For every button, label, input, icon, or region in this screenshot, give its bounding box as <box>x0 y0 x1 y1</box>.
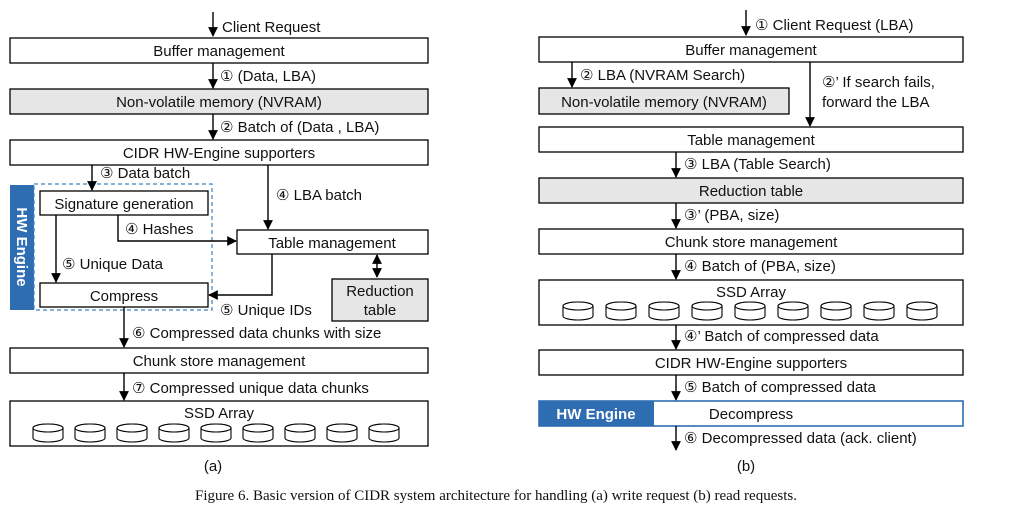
figure-caption: Figure 6. Basic version of CIDR system a… <box>195 488 797 504</box>
b-step4p-label: ④’ Batch of compressed data <box>684 328 879 345</box>
a-table-management-label: Table management <box>268 235 396 252</box>
a-nvram-label: Non-volatile memory (NVRAM) <box>116 94 322 111</box>
a-ssd-disks <box>32 423 400 443</box>
b-step2p-line1: ②’ If search fails, <box>822 74 935 91</box>
b-ssd-disk-icon <box>734 301 766 321</box>
a-hw-engine-label: HW Engine <box>13 207 30 286</box>
a-signature-generation-box <box>39 190 209 216</box>
panel-b: ① Client Request (LBA) Buffer management… <box>538 10 964 475</box>
b-ssd-disk-icon <box>562 301 594 321</box>
a-step1-label: ① (Data, LBA) <box>220 68 316 85</box>
a-cidr-supporters-label: CIDR HW-Engine supporters <box>123 145 315 162</box>
b-buffer-management-box <box>538 36 964 63</box>
b-ssd-disk-icon <box>820 301 852 321</box>
a-ssd-disk-icon <box>242 423 274 443</box>
b-ssd-array-label: SSD Array <box>716 284 787 301</box>
b-step3p-label: ③’ (PBA, size) <box>684 207 779 224</box>
a-reduction-table-box <box>331 278 429 322</box>
b-nvram-box <box>538 87 790 115</box>
a-step7-label: ⑦ Compressed unique data chunks <box>132 380 369 397</box>
b-step4-label: ④ Batch of (PBA, size) <box>684 258 836 275</box>
b-nvram-label: Non-volatile memory (NVRAM) <box>561 94 767 111</box>
b-step2-label: ② LBA (NVRAM Search) <box>580 67 745 84</box>
a-step2-label: ② Batch of (Data , LBA) <box>220 119 379 136</box>
a-compress-label: Compress <box>90 288 158 305</box>
b-ssd-disk-icon <box>648 301 680 321</box>
a-ssd-disk-icon <box>158 423 190 443</box>
panel-a: Client Request Buffer management ① (Data… <box>9 12 429 475</box>
b-step2p-line2: forward the LBA <box>822 94 930 111</box>
b-decompress-label: Decompress <box>709 406 793 423</box>
a-chunk-store-box <box>9 347 429 374</box>
a-chunk-store-label: Chunk store management <box>133 353 306 370</box>
b-step6-label: ⑥ Decompressed data (ack. client) <box>684 430 917 447</box>
a-ssd-disk-icon <box>326 423 358 443</box>
b-step5-label: ⑤ Batch of compressed data <box>684 379 877 396</box>
b-ssd-disks <box>562 301 938 321</box>
a-step4-lba-label: ④ LBA batch <box>276 187 362 204</box>
a-hw-engine-region <box>33 183 213 311</box>
a-ssd-disk-icon <box>32 423 64 443</box>
b-chunk-store-box <box>538 228 964 255</box>
a-hw-engine-bar <box>10 185 34 310</box>
a-client-request-label: Client Request <box>222 19 321 36</box>
b-reduction-table-label: Reduction table <box>699 183 803 200</box>
b-step3-label: ③ LBA (Table Search) <box>684 156 831 173</box>
a-step3-label: ③ Data batch <box>100 165 190 182</box>
b-client-request-label: ① Client Request (LBA) <box>755 17 914 34</box>
b-cidr-supporters-label: CIDR HW-Engine supporters <box>655 355 847 372</box>
b-table-management-label: Table management <box>687 132 815 149</box>
a-ssd-disk-icon <box>368 423 400 443</box>
a-ssd-array-label: SSD Array <box>184 405 255 422</box>
a-ssd-disk-icon <box>74 423 106 443</box>
b-ssd-disk-icon <box>691 301 723 321</box>
b-ssd-disk-icon <box>863 301 895 321</box>
a-nvram-box <box>9 88 429 115</box>
a-step6-label: ⑥ Compressed data chunks with size <box>132 325 381 342</box>
a-step4-hashes-label: ④ Hashes <box>125 221 193 238</box>
a-reduction-table-line1: Reduction <box>346 283 414 300</box>
b-chunk-store-label: Chunk store management <box>665 234 838 251</box>
b-buffer-management-label: Buffer management <box>685 42 817 59</box>
a-cidr-supporters-box <box>9 139 429 166</box>
b-ssd-disk-icon <box>605 301 637 321</box>
a-table-management-box <box>236 229 429 255</box>
a-buffer-management-label: Buffer management <box>153 43 285 60</box>
a-ssd-disk-icon <box>116 423 148 443</box>
b-cidr-supporters-box <box>538 349 964 376</box>
a-step5-unique-data-label: ⑤ Unique Data <box>62 256 164 273</box>
a-compress-box <box>39 282 209 308</box>
a-ssd-disk-icon <box>284 423 316 443</box>
a-step5-unique-ids-label: ⑤ Unique IDs <box>220 302 312 319</box>
a-buffer-management-box <box>9 37 429 64</box>
a-signature-generation-label: Signature generation <box>54 196 193 213</box>
b-ssd-disk-icon <box>906 301 938 321</box>
a-panel-label: (a) <box>204 458 222 475</box>
b-panel-label: (b) <box>737 458 755 475</box>
b-reduction-table-box <box>538 177 964 204</box>
b-ssd-disk-icon <box>777 301 809 321</box>
b-hw-engine-badge <box>539 401 654 426</box>
b-table-management-box <box>538 126 964 153</box>
a-ssd-disk-icon <box>200 423 232 443</box>
a-reduction-table-line2: table <box>364 302 397 319</box>
b-hw-engine-label: HW Engine <box>556 406 635 423</box>
